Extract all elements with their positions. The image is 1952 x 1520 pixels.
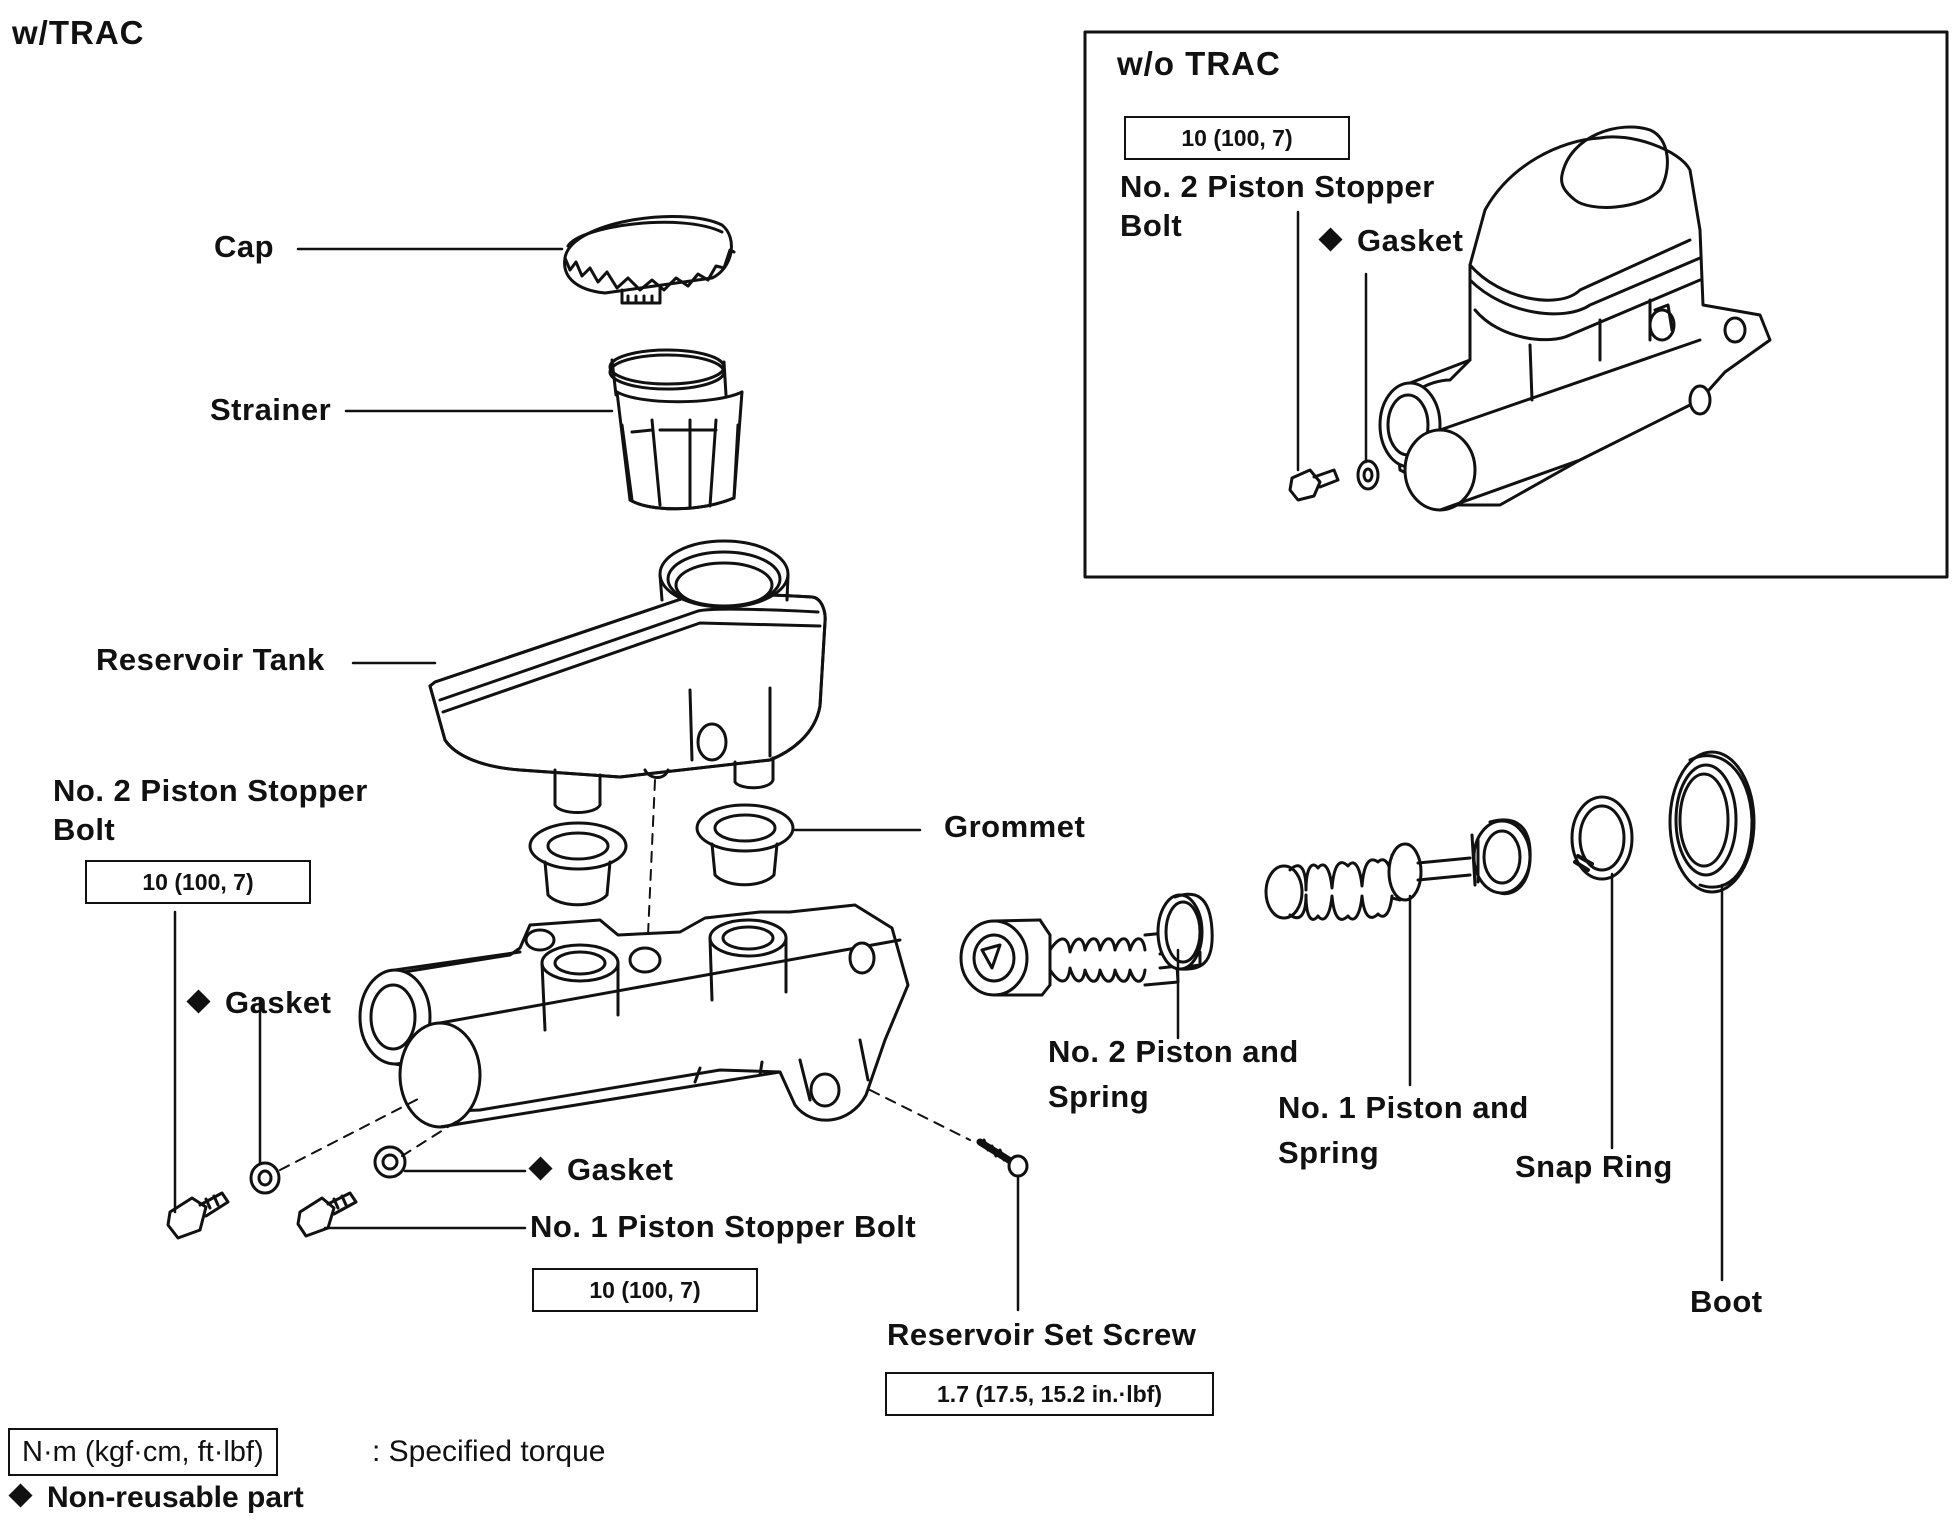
- master-cylinder-body: [358, 903, 910, 1129]
- gasket-center-label: Gasket: [528, 1151, 674, 1190]
- grommet-label: Grommet: [944, 809, 1086, 844]
- no1-piston-stopper-bolt-label: No. 1 Piston Stopper Bolt: [530, 1209, 917, 1244]
- no2-piston-and-spring-label: No. 2 Piston and Spring: [1048, 1034, 1299, 1114]
- no1-bolt-torque-spec: 10 (100, 7): [532, 1268, 758, 1312]
- nonreusable-diamond-icon: [186, 989, 211, 1014]
- cap-part: [563, 214, 736, 305]
- nonreusable-diamond-icon: [528, 1156, 553, 1181]
- nonreusable-diamond-icon: [8, 1483, 33, 1508]
- assembly-guide-lines: [279, 779, 971, 1171]
- legend-nonreusable-text: Non-reusable part: [47, 1481, 304, 1514]
- without-trac-title: w/o TRAC: [1117, 45, 1281, 82]
- no1-bolt-part: [296, 1191, 358, 1238]
- gasket-left-text: Gasket: [225, 985, 332, 1020]
- no2-piston-stopper-bolt-label: No. 2 Piston Stopper Bolt: [53, 773, 368, 847]
- inset-frame: [1083, 30, 1949, 579]
- legend-nonreusable: Non-reusable part: [8, 1481, 304, 1515]
- no2-bolt-torque-spec: 10 (100, 7): [85, 860, 311, 904]
- reservoir-tank-label: Reservoir Tank: [96, 642, 325, 677]
- cap-label: Cap: [214, 229, 275, 264]
- boot-part: [1668, 750, 1756, 894]
- inset-gasket-label: Gasket: [1318, 222, 1464, 261]
- snap-ring-part: [1570, 795, 1634, 881]
- set-screw-torque-spec: 1.7 (17.5, 15.2 in.·lbf): [885, 1372, 1214, 1416]
- no2-bolt-part: [166, 1191, 230, 1240]
- inset-gasket-part: [1356, 459, 1380, 491]
- legend-torque-description: : Specified torque: [372, 1435, 606, 1468]
- inset-no2-piston-stopper-bolt-label: No. 2 Piston Stopper Bolt: [1120, 169, 1435, 243]
- reservoir-set-screw-label: Reservoir Set Screw: [887, 1317, 1197, 1352]
- gasket-center-text: Gasket: [567, 1152, 674, 1187]
- reservoir-tank-part: [428, 539, 827, 814]
- with-trac-title: w/TRAC: [12, 14, 145, 51]
- gasket-left-label: Gasket: [186, 984, 332, 1023]
- strainer-part: [608, 348, 744, 511]
- inset-gasket-text: Gasket: [1357, 223, 1464, 258]
- set-screw-part: [976, 1138, 1029, 1178]
- no1-piston-spring-part: [1264, 818, 1532, 921]
- leader-lines: [173, 210, 1724, 1312]
- nonreusable-diamond-icon: [1318, 227, 1343, 252]
- inset-master-cylinder: [1378, 125, 1772, 512]
- strainer-label: Strainer: [210, 392, 332, 427]
- legend-torque-box: N·m (kgf·cm, ft·lbf): [8, 1428, 278, 1476]
- inset-torque-spec: 10 (100, 7): [1124, 116, 1350, 160]
- grommet-parts: [528, 803, 795, 907]
- inset-bolt-part: [1288, 468, 1340, 502]
- no1-piston-and-spring-label: No. 1 Piston and Spring: [1278, 1090, 1529, 1170]
- snap-ring-label: Snap Ring: [1515, 1149, 1673, 1184]
- gasket-left-part: [249, 1161, 281, 1195]
- gasket-center-part: [373, 1145, 407, 1179]
- boot-label: Boot: [1690, 1284, 1763, 1319]
- no2-piston-spring-part: [959, 892, 1214, 997]
